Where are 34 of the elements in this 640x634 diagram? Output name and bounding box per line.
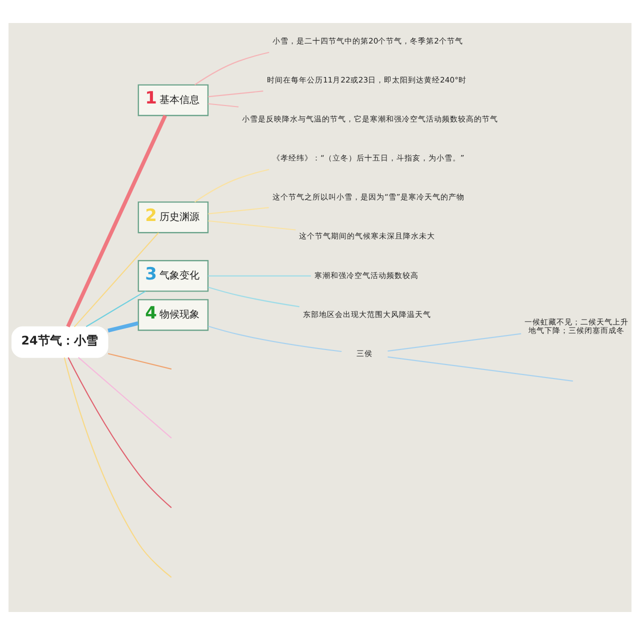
connector (78, 356, 172, 438)
connector (86, 290, 146, 327)
connector (194, 51, 270, 85)
connector (208, 286, 300, 307)
node-text: 三侯 (356, 348, 372, 358)
connector (108, 352, 172, 370)
connector (194, 168, 270, 202)
connector (108, 320, 139, 332)
connector (208, 206, 269, 214)
connector (208, 325, 342, 352)
connector (74, 232, 159, 327)
node-text: 《孝经纬》：“（立冬）后十五日，斗指亥，为小雪。” (272, 153, 464, 162)
node-box: 2 历史渊源 (138, 200, 209, 233)
connector (208, 220, 296, 230)
connector (208, 90, 264, 97)
node-text: 时间在每年公历11月22或23日，即太阳到达黄经240°时 (266, 75, 466, 84)
connector (68, 356, 172, 508)
node-text: 小雪，是二十四节气中的第20个节气，冬季第2个节气 (272, 36, 464, 46)
node-text: 寒潮和强冷空气活动频数较高 (314, 270, 418, 280)
node-box: 1 基本信息 (138, 84, 209, 116)
node-box: 4 物候现象 (138, 298, 209, 330)
node-text: 小雪是反映降水与气温的节气，它是寒潮和强冷空气活动频数较高的节气 (242, 114, 498, 124)
node-text: 这个节气期间的气候寒未深且降水未大 (299, 231, 436, 240)
node-box: 3 气象变化 (138, 260, 209, 292)
connector (388, 356, 573, 382)
node-box: 24节气：小雪 (12, 326, 108, 358)
connector (208, 102, 239, 107)
connector (388, 332, 522, 352)
connector (208, 274, 311, 276)
node-text: 这个节气之所以叫小雪，是因为“雪”是寒冷天气的产物 (272, 192, 464, 202)
node-text: 一候虹藏不见；二候天气上升地气下降；三候闭塞而成冬 (524, 316, 629, 334)
connector (64, 356, 172, 578)
node-text: 东部地区会出现大范围大风降温天气 (303, 309, 432, 318)
connector (66, 114, 167, 327)
